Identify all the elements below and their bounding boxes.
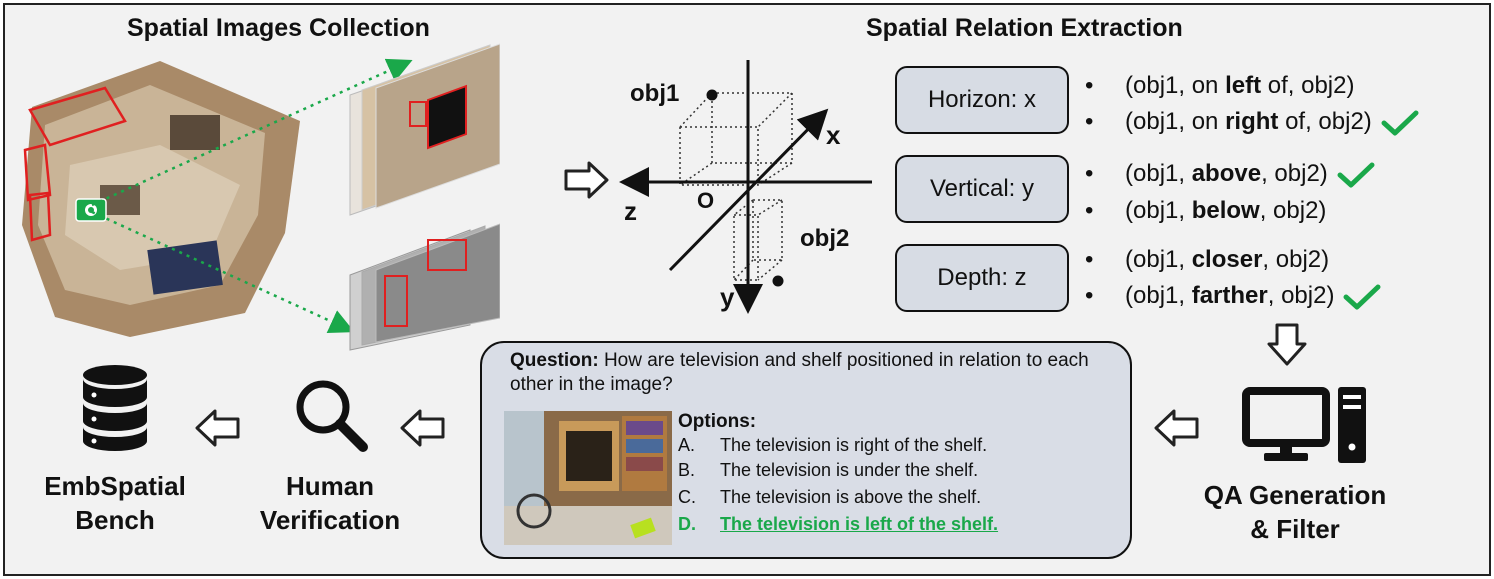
relation-pre: (obj1, on [1125, 72, 1226, 99]
z-axis-label: z [624, 196, 637, 226]
option-b: B. The television is under the shelf. [678, 460, 978, 481]
human-verification-line1: Human [285, 471, 375, 501]
embspatial-bench-label: EmbSpatial Bench [20, 469, 210, 537]
relation-keyword: closer [1191, 246, 1263, 273]
qa-generation-line2: & Filter [1250, 514, 1340, 544]
hollow-arrow-left-icon [1154, 409, 1199, 447]
extraction-title: Spatial Relation Extraction [866, 14, 1183, 42]
bullet: • [1085, 197, 1094, 224]
bullet: • [1085, 108, 1094, 135]
depth-image-stack [349, 223, 500, 351]
horizon-box-label: Horizon: x [927, 86, 1037, 113]
x-axis [668, 108, 829, 272]
human-verification-label: Human Verification [240, 469, 420, 537]
option-key: B. [678, 460, 696, 480]
qa-generation-line1: QA Generation [1203, 480, 1387, 510]
relation-closer: • (obj1, closer, obj2) [1085, 246, 1329, 274]
bbox-shelf [28, 86, 127, 147]
magnifier-icon [296, 380, 368, 452]
axes-diagram [619, 60, 872, 314]
relation-pre: (obj1, on [1125, 108, 1226, 135]
database-icon [83, 365, 147, 451]
relation-keyword: right [1225, 108, 1279, 135]
options-label: Options: [678, 411, 757, 432]
hollow-arrow-down-icon [1267, 323, 1307, 366]
option-key: A. [678, 435, 696, 455]
question-label: Question: [510, 350, 599, 371]
relation-keyword: left [1225, 72, 1262, 99]
embspatial-bench-line2: Bench [75, 505, 155, 535]
check-icon [1337, 162, 1375, 188]
bbox-object [28, 191, 52, 242]
depth-box: Depth: z [895, 244, 1069, 312]
obj2-label: obj2 [800, 225, 850, 252]
option-a: A. The television is right of the shelf. [678, 435, 987, 456]
relation-post: , obj2) [1259, 197, 1327, 224]
relation-post: of, obj2) [1278, 108, 1372, 135]
relation-below: • (obj1, below, obj2) [1085, 197, 1326, 225]
embspatial-bench-line1: EmbSpatial [44, 471, 186, 501]
obj1-label: obj1 [630, 80, 680, 107]
option-key: C. [678, 487, 696, 507]
hollow-arrow-left-icon [195, 409, 240, 447]
relation-left: • (obj1, on left of, obj2) [1085, 72, 1354, 100]
bullet: • [1085, 282, 1094, 309]
qa-generation-label: QA Generation & Filter [1185, 478, 1405, 546]
bullet: • [1085, 72, 1094, 99]
relation-pre: (obj1, [1125, 197, 1192, 224]
vertical-box: Vertical: y [895, 155, 1069, 223]
scene-3d-image [22, 61, 300, 337]
qa-example-box: Question: How are television and shelf p… [480, 341, 1132, 559]
check-icon [1343, 284, 1381, 310]
human-verification-line2: Verification [259, 505, 401, 535]
relation-keyword: above [1191, 160, 1262, 187]
question: Question: How are television and shelf p… [510, 349, 1120, 397]
relation-above: • (obj1, above, obj2) [1085, 160, 1376, 189]
relation-farther: • (obj1, farther, obj2) [1085, 282, 1382, 311]
computer-icon [1242, 387, 1366, 463]
hollow-arrow-left-icon [400, 409, 445, 447]
image-stack [349, 43, 500, 351]
question-text: How are television and shelf positioned … [510, 350, 1089, 395]
qa-scene-photo [504, 411, 672, 545]
vertical-box-label: Vertical: y [929, 175, 1035, 202]
check-icon [1381, 110, 1419, 136]
bullet: • [1085, 160, 1094, 187]
option-key: D. [678, 514, 696, 534]
relation-pre: (obj1, [1125, 160, 1192, 187]
hollow-arrow-right-icon [564, 161, 609, 199]
obj2-point [772, 275, 784, 287]
option-text: The television is left of the shelf. [720, 514, 999, 534]
y-axis-label: y [720, 282, 735, 312]
relation-post: , obj2) [1261, 160, 1328, 187]
bbox-door [23, 143, 52, 202]
option-text: The television is under the shelf. [720, 460, 979, 480]
relation-post: , obj2) [1262, 246, 1330, 273]
depth-box-label: Depth: z [937, 264, 1027, 291]
collection-title: Spatial Images Collection [127, 14, 430, 42]
origin-label: O [697, 188, 715, 213]
rgb-image-stack [349, 43, 500, 216]
obj1-point [706, 89, 718, 101]
x-axis-label: x [826, 120, 841, 150]
relation-post: , obj2) [1267, 282, 1335, 309]
option-d-correct: D. The television is left of the shelf. [678, 514, 998, 535]
relation-keyword: farther [1191, 282, 1268, 309]
option-text: The television is above the shelf. [720, 487, 982, 507]
relation-keyword: below [1191, 197, 1260, 224]
horizon-box: Horizon: x [895, 66, 1069, 134]
relation-pre: (obj1, [1125, 282, 1192, 309]
option-c: C. The television is above the shelf. [678, 487, 981, 508]
bullet: • [1085, 246, 1094, 273]
option-text: The television is right of the shelf. [720, 435, 988, 455]
relation-right: • (obj1, on right of, obj2) [1085, 108, 1420, 137]
relation-pre: (obj1, [1125, 246, 1192, 273]
relation-post: of, obj2) [1261, 72, 1355, 99]
